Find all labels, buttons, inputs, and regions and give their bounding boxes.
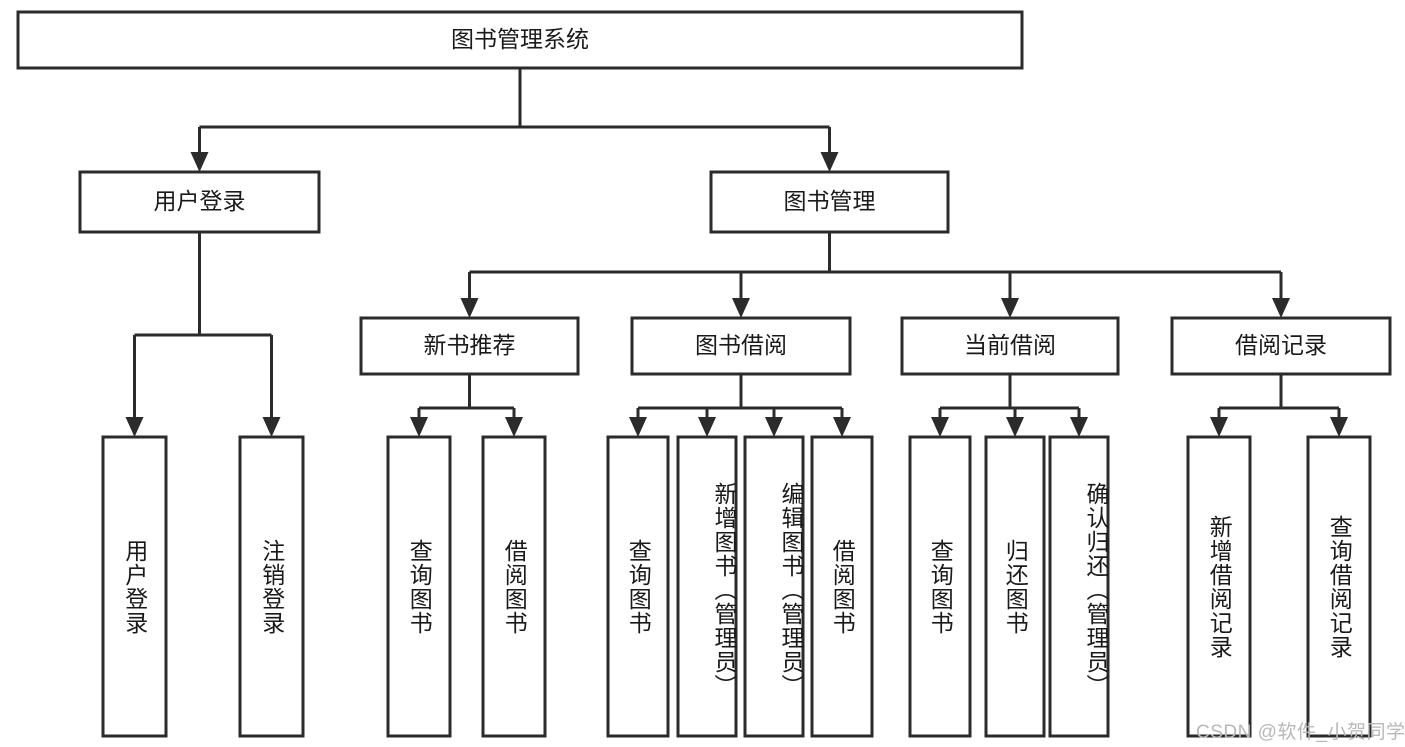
node-box-current_borrow-1	[984, 435, 1046, 738]
node-label-level2-0: 用户登录	[154, 188, 246, 214]
boxes-layer	[16, 10, 1392, 738]
arrow-head-new_book_recommend-1	[505, 417, 523, 437]
node-label-root: 图书管理系统	[451, 26, 589, 52]
node-label-level3-0: 新书推荐	[424, 332, 516, 358]
arrow-head-level2-1	[820, 152, 839, 172]
node-box-user_login-0	[101, 435, 168, 738]
node-box-book_borrow-3	[810, 435, 874, 738]
arrow-head-user_login-0	[125, 417, 144, 437]
arrow-head-current_borrow-0	[931, 417, 949, 437]
node-label-level3-1: 图书借阅	[695, 332, 787, 358]
node-label-level3-2: 当前借阅	[964, 332, 1056, 358]
node-label-level2-1: 图书管理	[784, 188, 876, 214]
arrow-head-level3-0	[460, 298, 479, 318]
node-box-level2-1	[709, 170, 950, 234]
arrow-head-level3-2	[1001, 298, 1019, 318]
node-box-borrow_record-0	[1186, 435, 1252, 738]
arrow-head-user_login-1	[262, 417, 281, 437]
arrow-head-level3-1	[732, 298, 750, 318]
arrow-head-level2-0	[190, 152, 209, 172]
node-box-level3-2	[900, 316, 1120, 376]
arrow-head-current_borrow-2	[1070, 417, 1088, 437]
node-box-level2-0	[78, 170, 321, 234]
node-box-root	[16, 10, 1024, 70]
arrow-head-book_borrow-2	[765, 417, 783, 437]
csdn-watermark: CSDN @软件_小贺同学	[1196, 722, 1405, 743]
node-box-borrow_record-1	[1306, 435, 1372, 738]
arrow-head-borrow_record-1	[1330, 417, 1348, 437]
node-box-new_book_recommend-1	[481, 435, 547, 738]
node-label-level3-3: 借阅记录	[1235, 332, 1327, 358]
connectors-layer	[125, 68, 1348, 437]
node-box-level3-0	[359, 316, 580, 376]
node-box-book_borrow-1	[676, 435, 738, 738]
node-box-book_borrow-2	[743, 435, 805, 738]
arrow-head-current_borrow-1	[1006, 417, 1024, 437]
arrow-head-book_borrow-3	[833, 417, 851, 437]
arrow-head-book_borrow-1	[698, 417, 716, 437]
arrow-head-borrow_record-0	[1210, 417, 1228, 437]
arrow-head-new_book_recommend-0	[410, 417, 428, 437]
arrow-head-level3-3	[1272, 298, 1290, 318]
node-box-current_borrow-2	[1048, 435, 1110, 738]
node-box-book_borrow-0	[606, 435, 670, 738]
arrow-head-book_borrow-0	[629, 417, 647, 437]
node-box-new_book_recommend-0	[386, 435, 452, 738]
node-box-user_login-1	[238, 435, 305, 738]
node-box-level3-1	[630, 316, 852, 376]
node-box-current_borrow-0	[908, 435, 972, 738]
node-box-level3-3	[1170, 316, 1392, 376]
